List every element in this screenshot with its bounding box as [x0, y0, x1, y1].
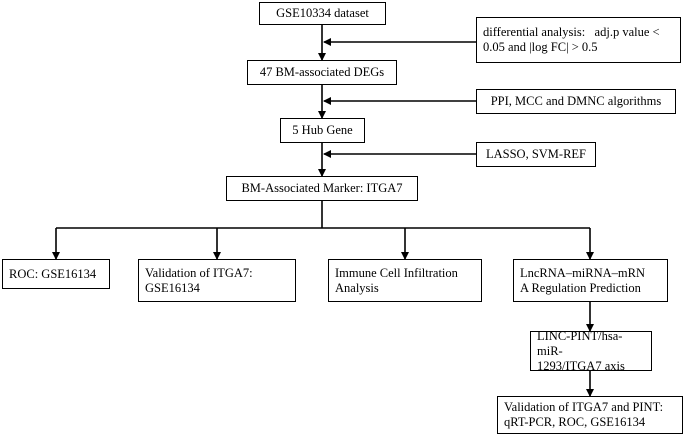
- lncrna-prediction-node: LncRNA–miRNA–mRN A Regulation Prediction: [513, 259, 668, 302]
- differential-analysis-note: differential analysis: adj.p value < 0.0…: [476, 17, 681, 63]
- immune-infiltration-node: Immune Cell Infiltration Analysis: [328, 259, 482, 302]
- dataset-node: GSE10334 dataset: [259, 2, 386, 25]
- lasso-note: LASSO, SVM-REF: [476, 142, 596, 167]
- ppi-note: PPI, MCC and DMNC algorithms: [476, 89, 676, 114]
- roc-node: ROC: GSE16134: [2, 259, 110, 289]
- validation-itga7-node: Validation of ITGA7: GSE16134: [138, 259, 296, 302]
- hub-gene-node: 5 Hub Gene: [280, 118, 365, 143]
- degs-node: 47 BM-associated DEGs: [247, 60, 397, 85]
- linc-pint-axis-node: LINC-PINT/hsa-miR- 1293/ITGA7 axis: [530, 329, 652, 373]
- final-validation-node: Validation of ITGA7 and PINT: qRT-PCR, R…: [497, 396, 683, 434]
- marker-node: BM-Associated Marker: ITGA7: [226, 176, 418, 201]
